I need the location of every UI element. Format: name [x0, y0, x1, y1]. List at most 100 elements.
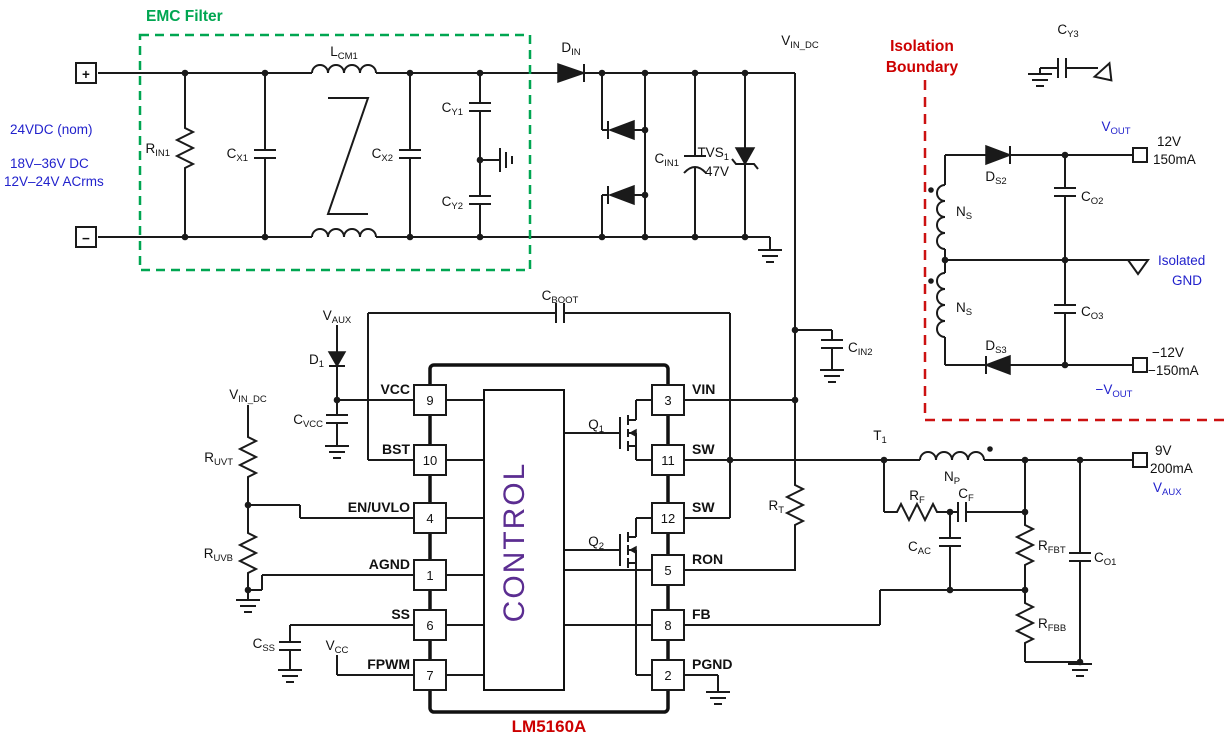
capacitor-c-ss [278, 641, 302, 651]
isolation-title-line1: Isolation [890, 38, 954, 55]
polarity-dot-ns-bottom [928, 278, 934, 284]
ground-c-ss-icon [277, 669, 303, 683]
polarity-dot-ns-top [928, 187, 934, 193]
label-c-x2: CX2 [372, 146, 393, 164]
capacitor-c-in2 [820, 339, 844, 349]
pin-box-sw1 [651, 444, 685, 476]
label-neg-v-out: −VOUT [1096, 382, 1133, 400]
label-d-in: DIN [561, 40, 580, 58]
pin-num-fpwm: 7 [426, 668, 433, 683]
capacitor-c-y1 [468, 102, 492, 112]
label-l-cm1: LCM1 [330, 44, 358, 62]
component-symbols [176, 57, 1149, 705]
vout-positive-terminal [1132, 147, 1148, 163]
label-r-uvt: RUVT [204, 450, 233, 468]
label-r-t: RT [768, 498, 784, 516]
pin-num-vin: 3 [664, 393, 671, 408]
pin-num-sw1: 11 [661, 453, 675, 468]
label-q1: Q1 [588, 417, 604, 435]
pin-box-vin [651, 384, 685, 416]
label-negout-voltage: −12V [1152, 345, 1184, 360]
resistor-r-in1 [176, 122, 194, 174]
wire-secondary [944, 67, 1133, 366]
transformer-secondary-top-winding [936, 184, 946, 250]
label-v-aux-left: VAUX [323, 308, 352, 326]
pin-name-ron: RON [692, 551, 723, 567]
resistor-r-f [891, 503, 943, 521]
ground-c-y3-icon [1027, 73, 1053, 87]
pin-num-vcc: 9 [426, 393, 433, 408]
label-c-in1: CIN1 [654, 151, 679, 169]
minus-terminal-label: − [82, 231, 90, 246]
pin-name-vcc: VCC [380, 381, 410, 397]
ground-pgnd-icon [705, 691, 731, 705]
input-spec-3: 12V–24V ACrms [4, 174, 104, 189]
wire-input-rails [98, 72, 795, 238]
label-c-o3: CO3 [1081, 304, 1103, 322]
pin-num-agnd: 1 [426, 568, 433, 583]
control-block [483, 389, 565, 691]
ground-agnd-icon [235, 599, 261, 613]
label-v-aux-out: VAUX [1153, 480, 1182, 498]
label-c-x1: CX1 [227, 146, 248, 164]
diode-d-s2-icon [985, 144, 1013, 166]
label-r-uvb: RUVB [204, 546, 233, 564]
pin-name-pgnd: PGND [692, 656, 732, 672]
isolation-title-line2: Boundary [886, 59, 959, 76]
polarity-dot-np [987, 446, 993, 452]
mosfet-bars [619, 415, 629, 568]
label-d1: D1 [309, 352, 324, 370]
capacitor-c-y2 [468, 195, 492, 205]
pin-num-fb: 8 [664, 618, 671, 633]
plus-terminal-label: + [82, 67, 90, 82]
capacitor-c-o3 [1053, 304, 1077, 314]
pin-box-ron [651, 554, 685, 586]
control-label: CONTROL [498, 462, 531, 623]
capacitor-c-y3 [1057, 57, 1067, 79]
transformer-primary-winding [919, 451, 985, 461]
pin-box-vcc [413, 384, 447, 416]
wire-vin-rail [684, 73, 833, 571]
capacitor-c-o2 [1053, 187, 1077, 197]
label-n-s-top: NS [956, 204, 972, 222]
vout-negative-terminal [1132, 357, 1148, 373]
label-c-y1: CY1 [442, 100, 463, 118]
label-c-o1: CO1 [1094, 550, 1116, 568]
label-tvs1-value: 47V [705, 164, 729, 179]
diode-d-s3-icon [983, 354, 1011, 376]
label-aux-voltage: 9V [1155, 443, 1172, 458]
label-negout-current: −150mA [1148, 363, 1199, 378]
pin-box-bst [413, 444, 447, 476]
emc-filter-title: EMC Filter [146, 8, 223, 25]
capacitor-c-vcc [325, 414, 349, 424]
label-vout-voltage: 12V [1157, 134, 1181, 149]
wire-ic-internal [446, 399, 652, 676]
vaux-terminal [1132, 452, 1148, 468]
pin-name-fb: FB [692, 606, 711, 622]
tvs-diode-icon [734, 147, 756, 166]
resistor-r-uvb [239, 527, 257, 579]
bridge-diode-lower-icon [607, 184, 635, 206]
label-c-y3: CY3 [1057, 22, 1078, 40]
label-t1: T1 [873, 428, 887, 446]
capacitor-c-o1 [1068, 552, 1092, 562]
label-c-o2: CO2 [1081, 189, 1103, 207]
label-c-ss: CSS [253, 636, 275, 654]
mosfet-q2-arrow [628, 545, 637, 555]
label-r-in1: RIN1 [145, 141, 170, 159]
earth-ground-cy-icon [499, 147, 513, 173]
label-r-fbb: RFBB [1038, 616, 1066, 634]
pin-num-ss: 6 [426, 618, 433, 633]
label-v-out: VOUT [1101, 119, 1130, 137]
label-n-p: NP [944, 469, 960, 487]
label-v-cc: VCC [326, 638, 349, 656]
label-vin-dc-left: VIN_DC [229, 387, 267, 405]
pin-num-ron: 5 [664, 563, 671, 578]
pin-num-pgnd: 2 [664, 668, 671, 683]
label-c-vcc: CVCC [293, 412, 323, 430]
label-d-s2: DS2 [985, 169, 1006, 187]
diode-d-in-icon [557, 62, 587, 84]
choke-core-symbol [326, 97, 370, 215]
pin-box-sw2 [651, 502, 685, 534]
